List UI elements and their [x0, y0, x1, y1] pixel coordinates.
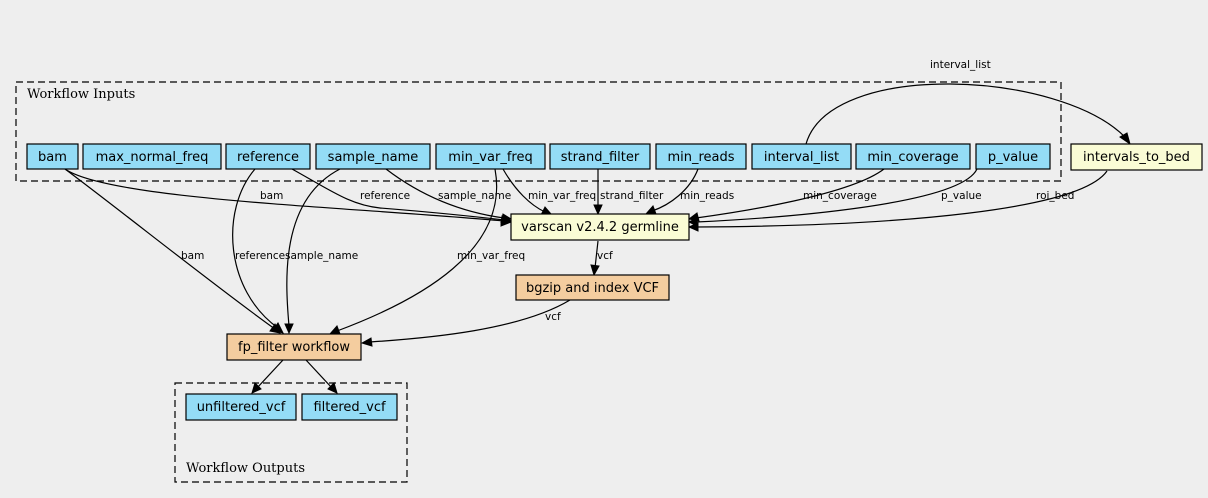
arrowhead: [327, 382, 338, 394]
edge-min-reads-to-varscan: [651, 168, 699, 212]
input-nodes: bam max_normal_freq reference sample_nam…: [26, 143, 1051, 170]
step-fp-filter[interactable]: fp_filter workflow: [226, 333, 362, 361]
edge-bam-to-varscan: [64, 168, 505, 222]
edge-label-strand-filter-varscan: strand_filter: [600, 190, 664, 202]
step-intervals-to-bed[interactable]: intervals_to_bed: [1070, 143, 1203, 171]
edge-label-sample-name-fp: sample_name: [285, 250, 358, 262]
arrowhead: [284, 323, 294, 335]
workflow-inputs-label: Workflow Inputs: [27, 87, 135, 102]
input-sample-name[interactable]: sample_name: [315, 143, 431, 170]
arrowhead: [1119, 132, 1131, 146]
edge-bam-to-fp-filter: [64, 168, 276, 330]
arrowhead: [644, 205, 657, 215]
edge-label-reference-fp: reference: [235, 250, 285, 262]
edge-min-var-freq-to-fp-filter: [336, 168, 498, 332]
edge-label-vcf-varscan-bgzip: vcf: [597, 250, 613, 262]
input-max-normal-freq[interactable]: max_normal_freq: [82, 143, 222, 170]
edge-interval-list-to-intervals-to-bed: [805, 83, 1127, 145]
arrowhead: [500, 213, 513, 223]
input-min-reads[interactable]: min_reads: [655, 143, 747, 170]
input-sample-name-label: sample_name: [328, 150, 419, 165]
input-bam-label: bam: [38, 150, 67, 165]
edge-min-coverage-to-varscan: [695, 168, 885, 219]
input-min-reads-label: min_reads: [667, 150, 734, 165]
edge-label-min-var-freq-varscan: min_var_freq: [528, 190, 596, 202]
input-bam[interactable]: bam: [26, 143, 79, 170]
edge-sample-name-to-fp-filter: [286, 168, 341, 327]
arrowhead: [360, 337, 373, 347]
arrowhead: [328, 325, 341, 335]
arrowhead: [251, 382, 262, 394]
arrowhead: [272, 322, 284, 334]
step-varscan-label: varscan v2.4.2 germline: [521, 220, 679, 235]
output-filtered-vcf-label: filtered_vcf: [313, 400, 386, 415]
edge-label-p-value-varscan: p_value: [941, 190, 982, 202]
step-fp-filter-label: fp_filter workflow: [238, 340, 350, 355]
edge-label-roi-bed: roi_bed: [1036, 190, 1074, 202]
edge-label-bam-fp: bam: [181, 250, 204, 262]
output-unfiltered-vcf-label: unfiltered_vcf: [197, 400, 286, 415]
edge-p-value-to-varscan: [695, 168, 978, 223]
workflow-outputs-label: Workflow Outputs: [186, 461, 305, 476]
edge-fp-filter-to-unfiltered-vcf: [256, 359, 284, 389]
input-reference-label: reference: [237, 150, 299, 165]
step-bgzip[interactable]: bgzip and index VCF: [515, 274, 670, 301]
input-max-normal-freq-label: max_normal_freq: [96, 150, 209, 165]
edge-label-min-var-freq-fp: min_var_freq: [457, 250, 525, 262]
input-p-value-label: p_value: [988, 150, 1038, 165]
output-filtered-vcf[interactable]: filtered_vcf: [301, 393, 398, 421]
edge-bgzip-to-fp-filter: [369, 299, 571, 343]
arrowhead: [593, 204, 603, 216]
arrowhead: [590, 264, 600, 277]
output-unfiltered-vcf[interactable]: unfiltered_vcf: [185, 393, 297, 421]
input-min-coverage-label: min_coverage: [867, 150, 958, 165]
edge-label-min-coverage-varscan: min_coverage: [803, 190, 877, 202]
edge-intervals-to-bed-to-varscan: [695, 170, 1108, 228]
step-bgzip-label: bgzip and index VCF: [526, 281, 659, 296]
input-strand-filter[interactable]: strand_filter: [549, 143, 651, 170]
input-interval-list-label: interval_list: [764, 150, 839, 165]
edge-label-min-reads-varscan: min_reads: [680, 190, 734, 202]
edge-sample-name-to-varscan: [385, 168, 505, 219]
input-min-coverage[interactable]: min_coverage: [855, 143, 971, 170]
edge-min-var-freq-to-varscan: [502, 168, 546, 213]
edge-reference-to-varscan: [291, 168, 505, 221]
edge-label-interval-list: interval_list: [930, 59, 991, 71]
input-strand-filter-label: strand_filter: [561, 150, 640, 165]
workflow-outputs-cluster: Workflow Outputs: [174, 382, 408, 483]
edge-label-reference-varscan: reference: [360, 190, 410, 202]
input-reference[interactable]: reference: [225, 143, 311, 170]
edges: interval_list bam reference sample_name …: [64, 59, 1131, 394]
input-min-var-freq-label: min_var_freq: [448, 150, 532, 165]
workflow-inputs-cluster: Workflow Inputs: [15, 81, 1062, 182]
input-interval-list[interactable]: interval_list: [751, 143, 852, 170]
edge-label-vcf-bgzip-fp: vcf: [545, 311, 561, 323]
step-varscan[interactable]: varscan v2.4.2 germline: [510, 213, 690, 241]
step-intervals-to-bed-label: intervals_to_bed: [1083, 150, 1190, 165]
input-p-value[interactable]: p_value: [975, 143, 1051, 170]
edge-reference-to-fp-filter: [232, 168, 279, 329]
edge-label-bam-varscan: bam: [260, 190, 283, 202]
edge-label-sample-name-varscan: sample_name: [438, 190, 511, 202]
input-min-var-freq[interactable]: min_var_freq: [435, 143, 546, 170]
arrowhead: [687, 222, 699, 232]
edge-fp-filter-to-filtered-vcf: [305, 359, 333, 389]
edge-varscan-to-bgzip: [594, 240, 599, 269]
